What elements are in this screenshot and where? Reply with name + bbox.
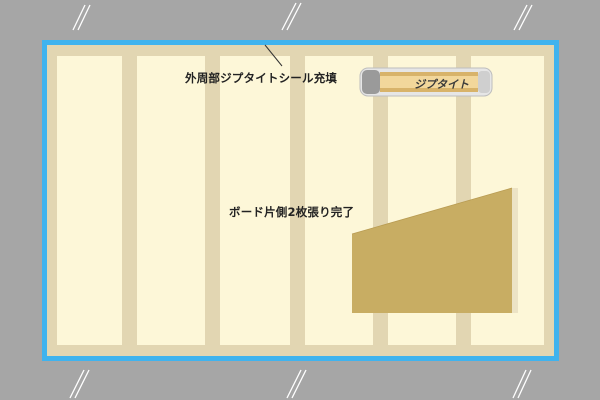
break-mark-icon [72,2,533,31]
stud-frame [47,45,554,356]
break-mark-icon [69,369,532,399]
gypsum-board [351,187,518,313]
leader-line [264,44,283,67]
board-label: ボード片側2枚張り完了 [229,205,355,219]
caulk-tube-icon [359,67,493,97]
tube-product-name: ジプタイト [414,78,469,91]
sealant-label: 外周部ジプタイトシール充填 [185,71,338,85]
